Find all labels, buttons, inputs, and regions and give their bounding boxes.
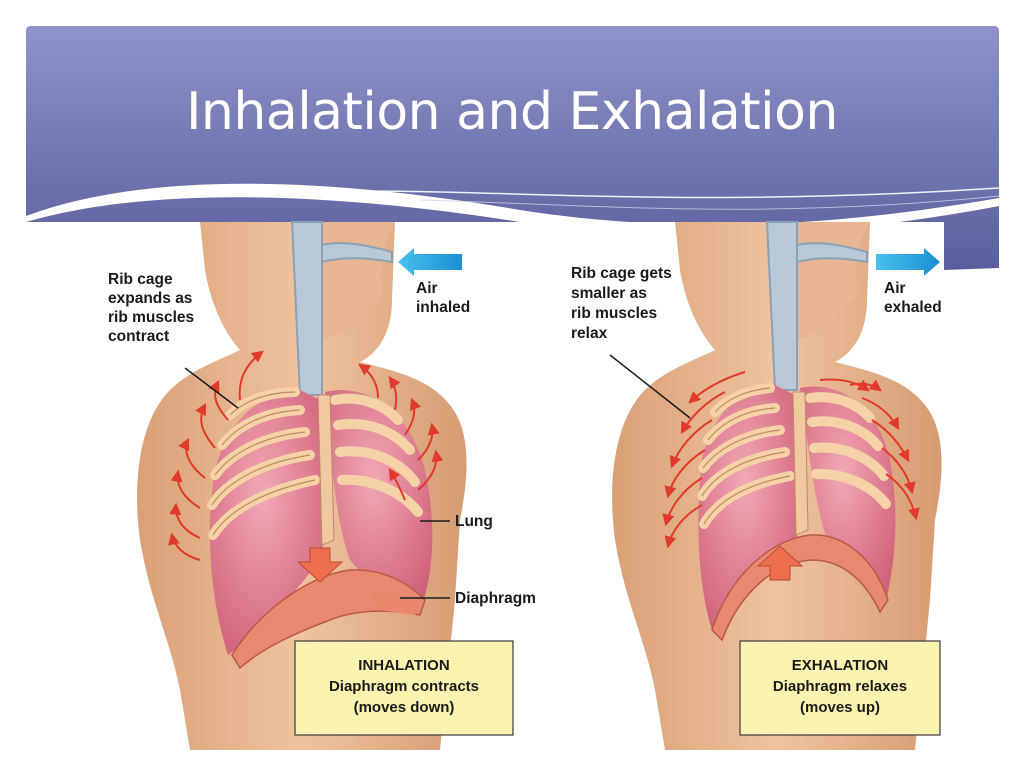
- exhalation-rib-line-3: rib muscles: [571, 305, 657, 322]
- inhalation-air-line-2: inhaled: [416, 299, 470, 316]
- exhalation-box-line-2: Diaphragm relaxes: [773, 678, 907, 695]
- exhalation-rib-label: Rib cage gets smaller as rib muscles rel…: [571, 265, 672, 342]
- inhalation-rib-line-4: contract: [108, 328, 169, 345]
- exhalation-box: [739, 640, 941, 736]
- inhalation-box-line-3: (moves down): [354, 699, 455, 716]
- inhalation-rib-label: Rib cage expands as rib muscles contract: [108, 271, 194, 345]
- exhalation-box-title: EXHALATION: [792, 657, 888, 674]
- inhalation-box-line-2: Diaphragm contracts: [329, 678, 479, 695]
- exhalation-figure: [609, 221, 942, 750]
- inhalation-box: [294, 640, 514, 736]
- exhalation-air-line-2: exhaled: [884, 299, 942, 316]
- lung-label: Lung: [455, 513, 493, 530]
- slide-title: Inhalation and Exhalation: [186, 82, 838, 142]
- exhalation-box-line-3: (moves up): [800, 699, 880, 716]
- exhalation-rib-line-4: relax: [571, 325, 608, 342]
- inhalation-air-label: Air inhaled: [416, 280, 470, 316]
- inhalation-box-title: INHALATION: [358, 657, 449, 674]
- inhalation-rib-line-1: Rib cage: [108, 271, 173, 288]
- title-band: [26, 26, 1000, 270]
- exhalation-rib-line-1: Rib cage gets: [571, 265, 672, 282]
- inhalation-rib-line-2: expands as: [108, 290, 192, 307]
- inhalation-figure: [137, 221, 467, 750]
- diaphragm-label: Diaphragm: [455, 590, 536, 607]
- exhalation-rib-line-2: smaller as: [571, 285, 647, 302]
- inhalation-rib-line-3: rib muscles: [108, 309, 194, 326]
- exhalation-air-line-1: Air: [884, 280, 906, 297]
- exhalation-air-label: Air exhaled: [884, 280, 942, 316]
- inhalation-air-line-1: Air: [416, 280, 438, 297]
